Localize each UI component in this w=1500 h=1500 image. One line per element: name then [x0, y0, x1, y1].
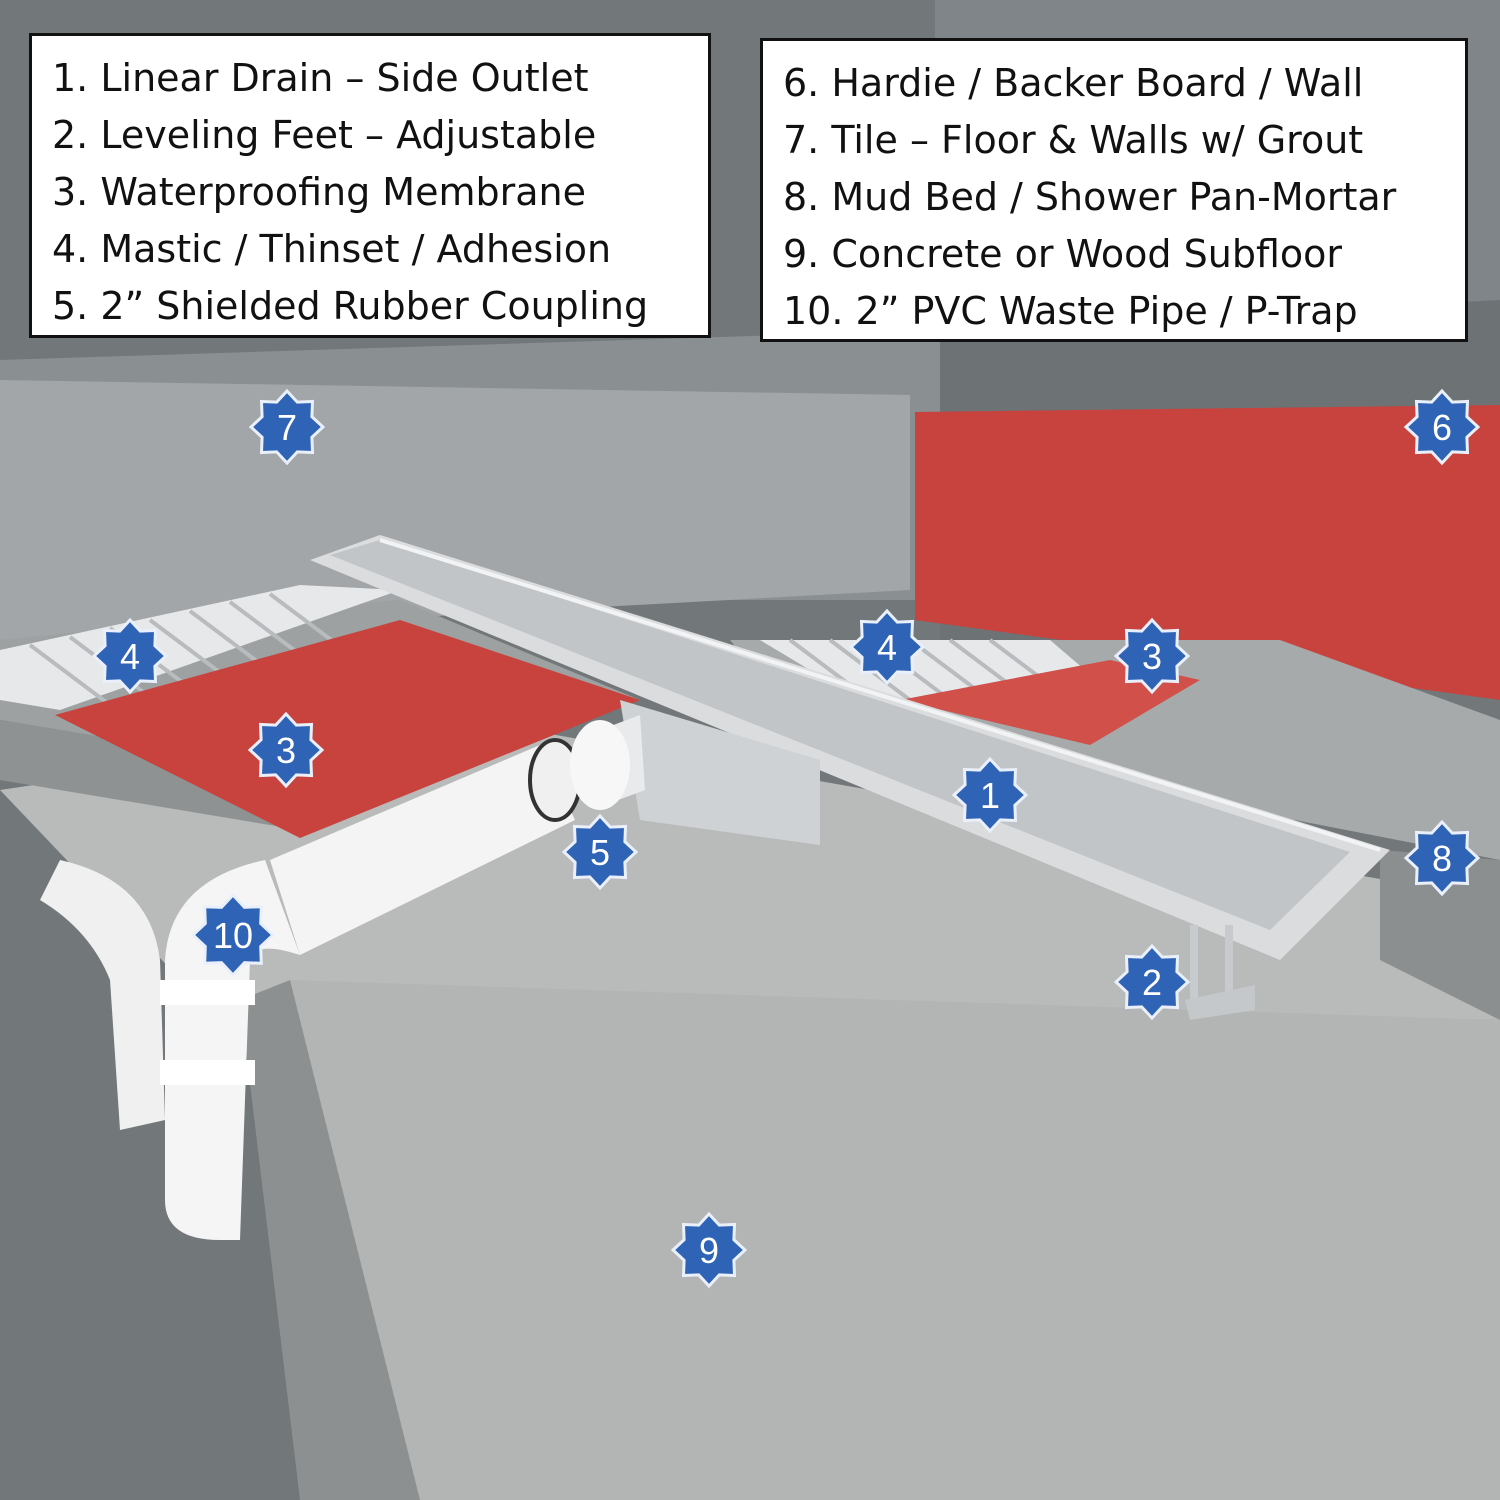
- badge-star-icon: [247, 711, 325, 789]
- badge-label: 8: [1432, 838, 1452, 879]
- badge-label: 2: [1142, 962, 1162, 1003]
- badge-3: 3: [1113, 617, 1191, 695]
- badge-label: 4: [877, 627, 897, 668]
- legend-item-rubber-coupling: 5. 2” Shielded Rubber Coupling: [52, 284, 649, 328]
- legend-item-mastic-thinset: 4. Mastic / Thinset / Adhesion: [52, 227, 612, 271]
- badge-label: 3: [276, 730, 296, 771]
- badge-1: 1: [951, 756, 1029, 834]
- badge-star-icon: [561, 813, 639, 891]
- membrane-right: [900, 660, 1200, 745]
- legend-item-waterproofing-membrane: 3. Waterproofing Membrane: [52, 170, 586, 214]
- badge-2: 2: [1113, 943, 1191, 1021]
- badge-label: 9: [699, 1230, 719, 1271]
- tile-floor: [0, 380, 910, 640]
- badge-label: 4: [120, 636, 140, 677]
- concrete-subfloor-side: [240, 980, 420, 1500]
- legend-item-leveling-feet: 2. Leveling Feet – Adjustable: [52, 113, 597, 157]
- linear-drain: [310, 535, 1390, 960]
- badge-7: 7: [248, 388, 326, 466]
- legend-item-backer-board: 6. Hardie / Backer Board / Wall: [783, 61, 1364, 105]
- badge-10: 10: [190, 892, 276, 978]
- legend-left: 1. Linear Drain – Side Outlet 2. Levelin…: [29, 33, 711, 338]
- badge-9: 9: [670, 1211, 748, 1289]
- badge-label: 10: [213, 915, 253, 956]
- callout-badges: 1 2 3 3 4 4 5 6 7 8 9 10: [91, 388, 1481, 1289]
- badge-8: 8: [1403, 819, 1481, 897]
- badge-star-icon: [1113, 943, 1191, 1021]
- legend-item-subfloor: 9. Concrete or Wood Subfloor: [783, 232, 1342, 276]
- badge-label: 6: [1432, 407, 1452, 448]
- badge-star-icon: [248, 388, 326, 466]
- badge-4: 4: [848, 608, 926, 686]
- badge-6: 6: [1403, 388, 1481, 466]
- membrane-left: [55, 620, 640, 838]
- legend-right: 6. Hardie / Backer Board / Wall 7. Tile …: [760, 38, 1468, 342]
- badge-star-icon: [1403, 388, 1481, 466]
- legend-right-list: 6. Hardie / Backer Board / Wall 7. Tile …: [783, 55, 1465, 340]
- badge-star-icon: [670, 1211, 748, 1289]
- badge-label: 5: [590, 832, 610, 873]
- badge-label: 1: [980, 775, 1000, 816]
- badge-star-icon: [190, 892, 276, 978]
- badge-star-icon: [1113, 617, 1191, 695]
- wall-membrane: [915, 405, 1500, 700]
- mud-bed-right-front: [1380, 850, 1500, 1020]
- badge-star-icon: [848, 608, 926, 686]
- badge-label: 3: [1142, 636, 1162, 677]
- legend-item-linear-drain: 1. Linear Drain – Side Outlet: [52, 56, 589, 100]
- leveling-foot: [1185, 925, 1255, 1020]
- badge-label: 7: [277, 407, 297, 448]
- mud-bed-left-front: [0, 720, 300, 830]
- badge-5: 5: [561, 813, 639, 891]
- legend-left-list: 1. Linear Drain – Side Outlet 2. Levelin…: [52, 50, 708, 335]
- pvc-waste-pipe: [40, 715, 645, 1240]
- badge-star-icon: [91, 617, 169, 695]
- badge-4: 4: [91, 617, 169, 695]
- legend-item-tile: 7. Tile – Floor & Walls w/ Grout: [783, 118, 1364, 162]
- legend-item-waste-pipe: 10. 2” PVC Waste Pipe / P-Trap: [783, 289, 1358, 333]
- badge-star-icon: [1403, 819, 1481, 897]
- badge-star-icon: [951, 756, 1029, 834]
- badge-3: 3: [247, 711, 325, 789]
- legend-item-mud-bed: 8. Mud Bed / Shower Pan-Mortar: [783, 175, 1397, 219]
- concrete-subfloor-front: [290, 980, 1500, 1500]
